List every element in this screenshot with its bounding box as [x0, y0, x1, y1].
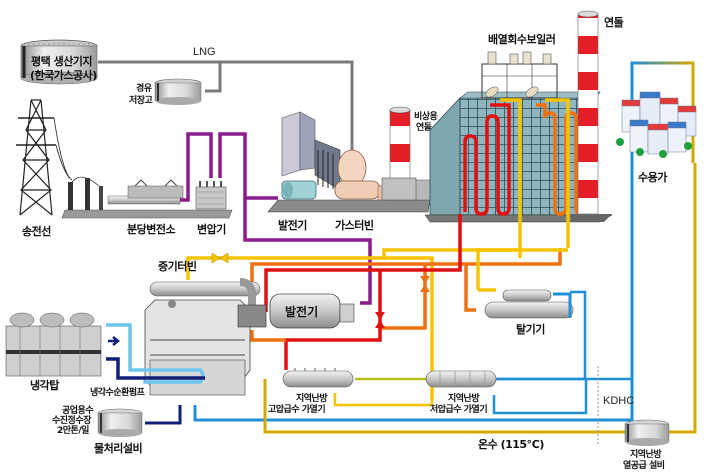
ip-valve-icon [420, 276, 430, 292]
hot-water-label: 온수 (115℃) [478, 438, 544, 451]
kdhc-label: KDHC [603, 395, 634, 407]
water-supply-label-3: 2만톤/일 [57, 424, 89, 436]
substation-label: 분당변전소 [127, 222, 175, 236]
stack-label: 연돌 [604, 15, 624, 29]
oil-storage-label-1: 경유 [136, 82, 152, 94]
lng-label: LNG [193, 46, 216, 58]
lng-base-name: 평택 생산기지 [31, 54, 92, 68]
water-supply-label-1: 공업용수 [62, 404, 93, 416]
hrsg-boiler [424, 51, 613, 223]
oil-storage-tank [154, 78, 202, 105]
cooling-water-pipes [106, 323, 205, 384]
gas-turbine-label: 가스터빈 [335, 218, 374, 232]
lng-pipeline [98, 60, 354, 155]
gas-turbine-platform [267, 111, 437, 213]
water-treatment-label: 물처리설비 [94, 441, 142, 455]
consumers-buildings-icon [616, 61, 697, 163]
hp-heater-label-1: 지역난방 [296, 392, 328, 404]
dh-facility-label-2: 열공급 설비 [623, 459, 665, 471]
lng-base-owner: (한국가스공사) [30, 68, 97, 82]
water-treatment-tank [97, 405, 265, 437]
hp-valve-icon [375, 312, 385, 328]
dh-facility-tank [624, 419, 670, 446]
oil-storage-label-2: 저장고 [129, 94, 153, 106]
hp-heater-label-2: 고압급수 가열기 [268, 403, 325, 415]
hp-feedwater-heater [282, 368, 354, 388]
cooling-tower-label: 냉각탑 [30, 378, 59, 392]
deaerator [484, 289, 574, 319]
hrsg-tubes [463, 98, 588, 258]
lng-base-tank [20, 39, 98, 85]
power-lines [180, 132, 372, 305]
emergency-stack-label-2: 연돌 [416, 122, 432, 133]
transmission-line-label: 송전선 [22, 224, 51, 238]
lp-heater-label-2: 저압급수 가열기 [430, 403, 487, 415]
district-heating-pipes [195, 163, 697, 445]
steam-valve-icon [211, 252, 229, 264]
transformer-icon [195, 181, 227, 210]
st-generator [269, 293, 355, 329]
water-supply-label-2: 수진정수장 [52, 414, 92, 426]
emergency-stack-label-1: 비상용 [414, 110, 438, 122]
gt-generator-label: 발전기 [278, 218, 307, 232]
transformer-label: 변압기 [197, 222, 226, 236]
dh-facility-label-1: 지역난방 [630, 448, 662, 460]
cooling-tower-icon [5, 312, 102, 377]
transmission-tower-icon [16, 99, 73, 216]
lp-heater-label-1: 지역난방 [448, 392, 480, 404]
consumers-label: 수용가 [638, 170, 667, 184]
emergency-stack-icon [381, 106, 417, 201]
substation-icon [61, 176, 233, 219]
steam-turbine-label: 증기터빈 [158, 259, 197, 273]
lp-feedwater-heater [425, 370, 497, 388]
hrsg-label: 배열회수보일러 [488, 32, 555, 46]
deaerator-label: 탈기기 [516, 322, 545, 336]
main-stack-icon [570, 10, 612, 222]
st-generator-label: 발전기 [285, 304, 318, 319]
cw-pump-label: 냉각수순환펌프 [90, 386, 146, 398]
